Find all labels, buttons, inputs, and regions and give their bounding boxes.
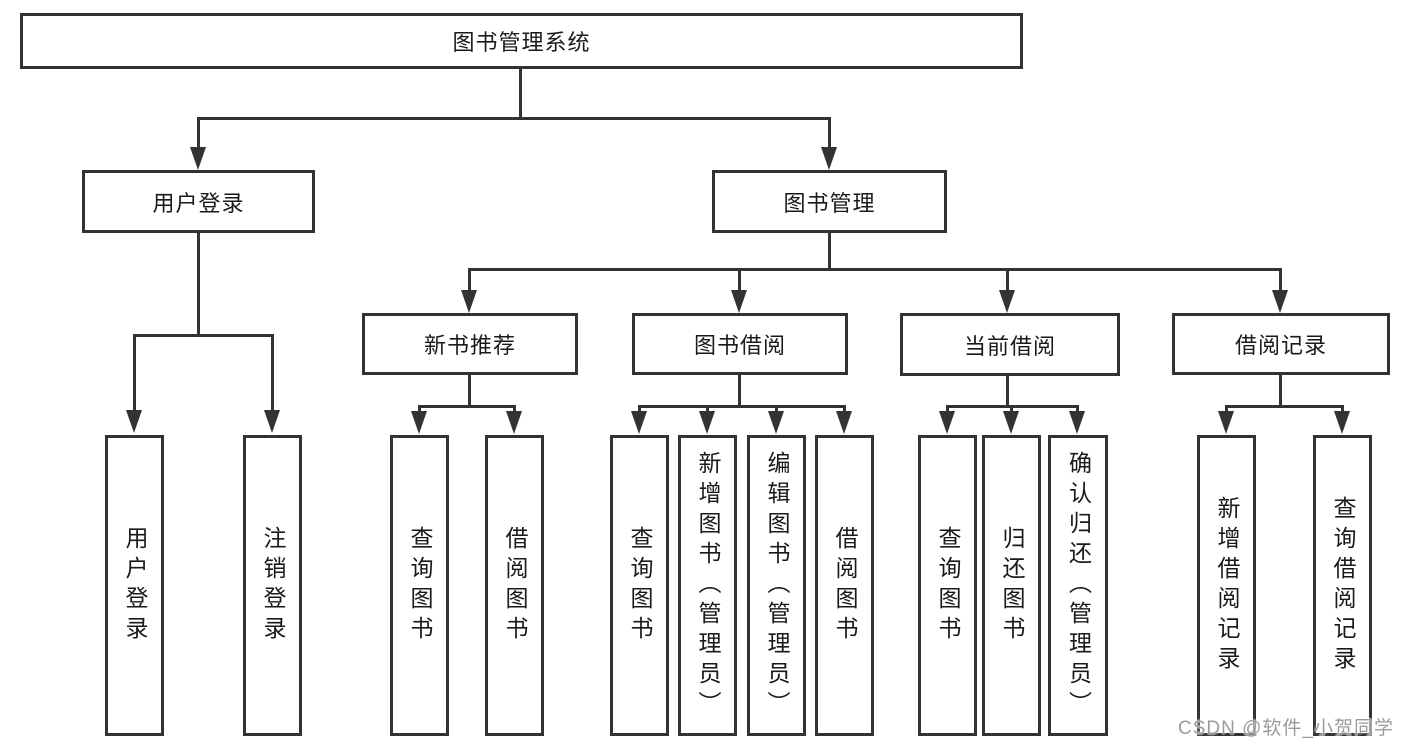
leaf-label: 查询图书 bbox=[935, 525, 961, 646]
leaf-label: 查询借阅记录 bbox=[1330, 495, 1356, 676]
root-node-library-system: 图书管理系统 bbox=[20, 13, 1023, 69]
leaf-label: 用户登录 bbox=[122, 525, 148, 646]
leaf-node-nb-borrow-books: 借阅图书 bbox=[485, 435, 544, 736]
connector-userlogin-bar bbox=[133, 334, 274, 337]
connector-root-drop bbox=[519, 69, 522, 119]
leaf-node-bb-add-books-admin: 新增图书（管理员） bbox=[678, 435, 737, 736]
connector-shaft bbox=[1010, 407, 1013, 414]
connector-shaft bbox=[418, 407, 421, 414]
connector-shaft bbox=[706, 407, 709, 414]
arrowhead-icon bbox=[411, 411, 427, 434]
arrowhead-icon bbox=[731, 290, 747, 313]
leaf-node-br-query-record: 查询借阅记录 bbox=[1313, 435, 1372, 736]
level2-node-user-login: 用户登录 bbox=[82, 170, 315, 233]
arrowhead-icon bbox=[264, 410, 280, 433]
connector-stub-bar bbox=[946, 405, 1079, 408]
connector-stub-drop bbox=[1279, 375, 1282, 408]
arrowhead-icon bbox=[821, 147, 837, 170]
level3-node-borrow-records: 借阅记录 bbox=[1172, 313, 1390, 375]
arrowhead-icon bbox=[1272, 290, 1288, 313]
arrowhead-icon bbox=[631, 411, 647, 434]
leaf-node-user-login: 用户登录 bbox=[105, 435, 164, 736]
connector-shaft bbox=[1279, 270, 1282, 292]
connector-shaft bbox=[271, 336, 274, 412]
leaf-label: 查询图书 bbox=[627, 525, 653, 646]
connector-stub-bar bbox=[1225, 405, 1344, 408]
connector-stub-bar bbox=[638, 405, 846, 408]
level3-node-book-borrow: 图书借阅 bbox=[632, 313, 848, 375]
connector-shaft bbox=[1225, 407, 1228, 414]
connector-shaft bbox=[775, 407, 778, 414]
leaf-node-bb-query-books: 查询图书 bbox=[610, 435, 669, 736]
connector-stub-drop bbox=[738, 375, 741, 408]
connector-shaft bbox=[946, 407, 949, 414]
leaf-label: 新增借阅记录 bbox=[1214, 495, 1240, 676]
connector-shaft bbox=[828, 119, 831, 150]
arrowhead-icon bbox=[126, 410, 142, 433]
arrowhead-icon bbox=[999, 290, 1015, 313]
connector-shaft bbox=[197, 119, 200, 150]
leaf-node-logout: 注销登录 bbox=[243, 435, 302, 736]
leaf-label: 归还图书 bbox=[999, 525, 1025, 646]
connector-shaft bbox=[1341, 407, 1344, 414]
arrowhead-icon bbox=[1218, 411, 1234, 434]
leaf-label: 确认归还（管理员） bbox=[1065, 450, 1092, 721]
arrowhead-icon bbox=[1069, 411, 1085, 434]
arrowhead-icon bbox=[939, 411, 955, 434]
arrowhead-icon bbox=[461, 290, 477, 313]
arrowhead-icon bbox=[1334, 411, 1350, 434]
csdn-watermark: CSDN @软件_小贺同学 bbox=[1178, 718, 1394, 739]
arrowhead-icon bbox=[699, 411, 715, 434]
connector-shaft bbox=[843, 407, 846, 414]
connector-shaft bbox=[513, 407, 516, 414]
leaf-label: 新增图书（管理员） bbox=[695, 450, 721, 721]
arrowhead-icon bbox=[768, 411, 784, 434]
arrowhead-icon bbox=[836, 411, 852, 434]
connector-shaft bbox=[638, 407, 641, 414]
arrowhead-icon bbox=[1003, 411, 1019, 434]
leaf-label: 注销登录 bbox=[260, 525, 286, 646]
connector-userlogin-drop bbox=[197, 233, 200, 337]
leaf-node-bb-edit-books-admin: 编辑图书（管理员） bbox=[747, 435, 806, 736]
leaf-label: 借阅图书 bbox=[502, 525, 528, 646]
connector-shaft bbox=[1076, 407, 1079, 414]
leaf-node-bb-borrow-books: 借阅图书 bbox=[815, 435, 874, 736]
arrowhead-icon bbox=[190, 147, 206, 170]
connector-bookmgmt-drop bbox=[828, 233, 831, 271]
arrowhead-icon bbox=[506, 411, 522, 434]
connector-stub-bar bbox=[418, 405, 516, 408]
connector-stub-drop bbox=[468, 375, 471, 408]
level2-node-book-management: 图书管理 bbox=[712, 170, 947, 233]
level3-node-current-borrow: 当前借阅 bbox=[900, 313, 1120, 376]
leaf-node-cb-query-books: 查询图书 bbox=[918, 435, 977, 736]
connector-stub-drop bbox=[1006, 376, 1009, 408]
leaf-label: 借阅图书 bbox=[832, 525, 858, 646]
leaf-node-nb-query-books: 查询图书 bbox=[390, 435, 449, 736]
leaf-label: 编辑图书（管理员） bbox=[764, 450, 790, 721]
level3-node-new-book-recommend: 新书推荐 bbox=[362, 313, 578, 375]
connector-level1-bar bbox=[197, 117, 831, 120]
connector-shaft bbox=[738, 270, 741, 292]
connector-shaft bbox=[468, 270, 471, 292]
leaf-node-br-add-record: 新增借阅记录 bbox=[1197, 435, 1256, 736]
connector-shaft bbox=[1006, 270, 1009, 292]
connector-shaft bbox=[133, 336, 136, 412]
leaf-node-cb-return-books: 归还图书 bbox=[982, 435, 1041, 736]
leaf-label: 查询图书 bbox=[407, 525, 433, 646]
connector-level3-bar bbox=[468, 268, 1282, 271]
leaf-node-cb-confirm-return-admin: 确认归还（管理员） bbox=[1048, 435, 1108, 736]
